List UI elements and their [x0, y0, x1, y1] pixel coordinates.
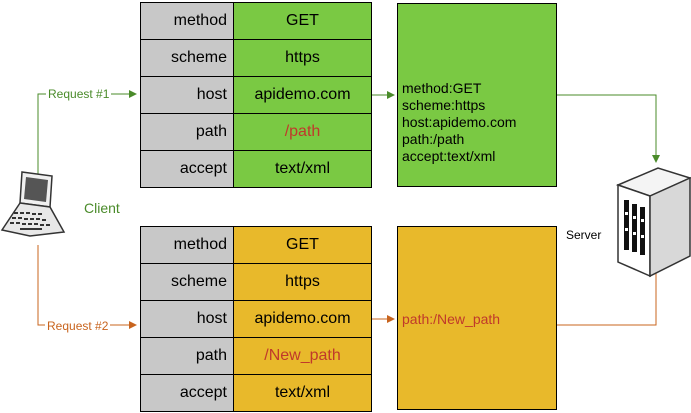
field-value: https: [233, 39, 372, 77]
field-value: GET: [233, 226, 372, 264]
field-value: GET: [233, 2, 372, 40]
request2-label: Request #2: [45, 319, 111, 333]
table-row: scheme https: [140, 39, 372, 77]
field-key: path: [140, 113, 234, 151]
field-key: accept: [140, 150, 234, 188]
table-row: accept text/xml: [140, 374, 372, 412]
field-value: text/xml: [233, 150, 372, 188]
merged-request1-box: method:GET scheme:https host:apidemo.com…: [397, 3, 557, 187]
table-row: host apidemo.com: [140, 76, 372, 114]
merged-line: accept:text/xml: [402, 148, 496, 164]
field-key: host: [140, 76, 234, 114]
merged-line: host:apidemo.com: [402, 114, 517, 130]
field-key: path: [140, 337, 234, 375]
request1-label: Request #1: [46, 87, 112, 101]
table-row: accept text/xml: [140, 150, 372, 188]
laptop-icon: [0, 171, 66, 237]
table-row: method GET: [140, 226, 372, 264]
request2-connector: [37, 245, 137, 329]
request2-table: method GET scheme https host apidemo.com…: [140, 226, 372, 412]
field-key: scheme: [140, 263, 234, 301]
server-label: Server: [566, 228, 602, 242]
table-row: host apidemo.com: [140, 300, 372, 338]
field-key: host: [140, 300, 234, 338]
field-key: method: [140, 226, 234, 264]
table-row: path /New_path: [140, 337, 372, 375]
client-label: Client: [84, 200, 120, 216]
merged-line: path:/path: [402, 131, 465, 147]
field-key: accept: [140, 374, 234, 412]
request1-table: method GET scheme https host apidemo.com…: [140, 2, 372, 188]
merged1-to-server-arrow: [557, 94, 660, 163]
field-key: scheme: [140, 39, 234, 77]
field-key: method: [140, 2, 234, 40]
merged-request2-box: path:/New_path: [397, 226, 557, 410]
merged-line: scheme:https: [402, 97, 486, 113]
table-row: scheme https: [140, 263, 372, 301]
field-value: apidemo.com: [233, 300, 372, 338]
field-value: apidemo.com: [233, 76, 372, 114]
field-value: https: [233, 263, 372, 301]
table-row: path /path: [140, 113, 372, 151]
server-icon: [615, 167, 691, 278]
request1-connector: [37, 90, 137, 178]
table-row: method GET: [140, 2, 372, 40]
merged-line: path:/New_path: [402, 311, 501, 327]
merged-line: method:GET: [402, 80, 482, 96]
field-value: text/xml: [233, 374, 372, 412]
field-value-highlighted: /New_path: [233, 337, 372, 375]
field-value-highlighted: /path: [233, 113, 372, 151]
